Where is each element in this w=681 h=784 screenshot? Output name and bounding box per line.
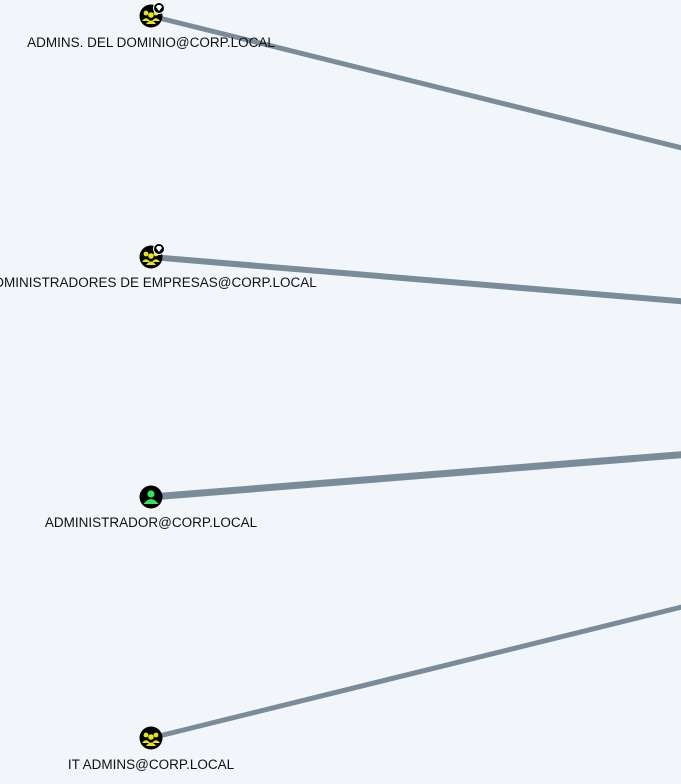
- group-icon: [142, 732, 160, 746]
- graph-node-admins-del-dominio[interactable]: ADMINS. DEL DOMINIO@CORP.LOCAL: [27, 2, 275, 51]
- graph-edge[interactable]: [150, 604, 681, 741]
- node-label: ADMINISTRADORES DE EMPRESAS@CORP.LOCAL: [0, 275, 317, 290]
- graph-node-it-admins[interactable]: IT ADMINS@CORP.LOCAL: [68, 726, 235, 773]
- user-icon: [143, 490, 159, 504]
- high-value-diamond-icon: [153, 243, 165, 255]
- graph-node-administradores-de-empresas[interactable]: ADMINISTRADORES DE EMPRESAS@CORP.LOCAL: [0, 243, 317, 291]
- node-label: ADMINISTRADOR@CORP.LOCAL: [45, 515, 258, 530]
- node-label: ADMINS. DEL DOMINIO@CORP.LOCAL: [27, 35, 275, 50]
- edges: [150, 13, 681, 741]
- node-label: IT ADMINS@CORP.LOCAL: [68, 757, 235, 772]
- graph-edge[interactable]: [150, 254, 681, 305]
- high-value-diamond-icon: [153, 2, 165, 14]
- graph-edge[interactable]: [150, 451, 681, 501]
- graph-node-administrador[interactable]: ADMINISTRADOR@CORP.LOCAL: [45, 485, 258, 531]
- graph-edge[interactable]: [150, 13, 681, 151]
